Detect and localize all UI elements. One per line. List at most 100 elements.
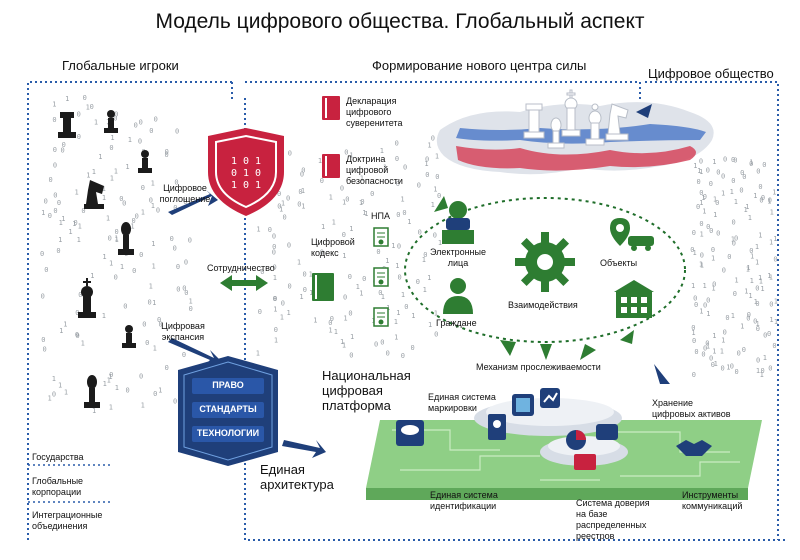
takeover-arrow-icon bbox=[168, 190, 218, 215]
label-identification: Единая система идентификации bbox=[430, 490, 498, 511]
binary-digit: 1 bbox=[706, 310, 710, 318]
label-citizens: Граждане bbox=[436, 318, 477, 328]
binary-digit: 0 bbox=[395, 155, 399, 163]
binary-digit: 0 bbox=[727, 253, 731, 261]
binary-digit: 1 bbox=[740, 323, 744, 331]
binary-digit: 0 bbox=[706, 167, 710, 175]
binary-digit: 1 bbox=[763, 354, 767, 362]
binary-digit: 0 bbox=[176, 286, 180, 294]
binary-digit: 0 bbox=[362, 275, 366, 283]
binary-digit: 0 bbox=[753, 317, 757, 325]
binary-digit: 1 bbox=[433, 186, 437, 194]
binary-digit: 0 bbox=[697, 178, 701, 186]
binary-digit: 0 bbox=[176, 263, 180, 271]
binary-digit: 1 bbox=[700, 262, 704, 270]
binary-digit: 1 bbox=[706, 342, 710, 350]
binary-digit: 1 bbox=[343, 314, 347, 322]
binary-digit: 0 bbox=[273, 264, 277, 272]
knight-icon bbox=[605, 103, 629, 141]
binary-digit: 0 bbox=[175, 128, 179, 136]
binary-digit: 1 bbox=[90, 272, 94, 280]
binary-digit: 0 bbox=[300, 171, 304, 179]
binary-digit: 1 bbox=[110, 134, 114, 142]
label-trust: Система доверия на базе распределенных р… bbox=[576, 498, 650, 541]
binary-digit: 0 bbox=[182, 351, 186, 359]
binary-digit: 1 bbox=[755, 243, 759, 251]
binary-digit: 0 bbox=[709, 355, 713, 363]
binary-digit: 1 bbox=[153, 344, 157, 352]
binary-digit: 1 bbox=[103, 380, 107, 388]
binary-digit: 1 bbox=[364, 210, 368, 218]
binary-digit: 0 bbox=[397, 243, 401, 251]
document-icons bbox=[312, 96, 389, 327]
binary-digit: 1 bbox=[758, 274, 762, 282]
header-new-center: Формирование нового центра силы bbox=[372, 58, 587, 73]
label-declaration: Декларация цифрового суверенитета bbox=[346, 96, 403, 128]
binary-digit: 0 bbox=[746, 315, 750, 323]
binary-digit: 1 bbox=[745, 203, 749, 211]
binary-digit: 0 bbox=[759, 197, 763, 205]
binary-digit: 1 bbox=[297, 258, 301, 266]
binary-digit: 0 bbox=[274, 326, 278, 334]
binary-digit: 0 bbox=[773, 256, 777, 264]
binary-digit: 1 bbox=[721, 337, 725, 345]
binary-digit: 1 bbox=[691, 329, 695, 337]
binary-digit: 0 bbox=[44, 198, 48, 206]
binary-digit: 1 bbox=[699, 168, 703, 176]
binary-digit: 0 bbox=[53, 207, 57, 215]
binary-digit: 0 bbox=[386, 349, 390, 357]
binary-digit: 1 bbox=[744, 206, 748, 214]
binary-digit: 1 bbox=[700, 231, 704, 239]
binary-digit: 1 bbox=[359, 199, 363, 207]
binary-digit: 1 bbox=[701, 194, 705, 202]
binary-digit: 0 bbox=[768, 197, 772, 205]
binary-digit: 1 bbox=[714, 360, 718, 368]
label-doctrine: Доктрина цифровой безопасности bbox=[346, 154, 403, 186]
binary-digit: 0 bbox=[756, 168, 760, 176]
binary-digit: 1 bbox=[299, 293, 303, 301]
binary-digit: 0 bbox=[747, 311, 751, 319]
binary-digit: 0 bbox=[148, 299, 152, 307]
binary-digit: 0 bbox=[132, 217, 136, 225]
binary-digit: 0 bbox=[761, 367, 765, 375]
binary-digit: 1 bbox=[72, 220, 76, 228]
label-cooperation: Сотрудничество bbox=[207, 263, 275, 273]
binary-digit: 0 bbox=[700, 251, 704, 259]
barcode-icon bbox=[512, 394, 534, 416]
binary-digit: 0 bbox=[360, 198, 364, 206]
binary-digit: 0 bbox=[157, 316, 161, 324]
binary-digit: 0 bbox=[153, 390, 157, 398]
binary-digit: 0 bbox=[404, 303, 408, 311]
binary-digit: 1 bbox=[699, 199, 703, 207]
binary-digit: 0 bbox=[189, 305, 193, 313]
binary-digit: 1 bbox=[61, 215, 65, 223]
binary-digit: 1 bbox=[279, 206, 283, 214]
binary-digit: 1 bbox=[769, 274, 773, 282]
binary-digit: 0 bbox=[53, 192, 57, 200]
binary-digit: 0 bbox=[694, 301, 698, 309]
binary-digit: 1 bbox=[711, 284, 715, 292]
green-book-icon bbox=[312, 273, 334, 301]
binary-digit: 1 bbox=[691, 282, 695, 290]
binary-digit: 0 bbox=[183, 198, 187, 206]
binary-digit: 1 bbox=[381, 293, 385, 301]
binary-digit: 1 bbox=[107, 376, 111, 384]
binary-digit: 0 bbox=[749, 160, 753, 168]
binary-digit: 1 bbox=[423, 286, 427, 294]
label-storage: Хранение цифровых активов bbox=[652, 398, 731, 419]
binary-digit: 0 bbox=[434, 331, 438, 339]
binary-digit: 1 bbox=[427, 141, 431, 149]
binary-digit: 1 bbox=[94, 119, 98, 127]
binary-digit: 0 bbox=[184, 259, 188, 267]
binary-digit: 1 bbox=[349, 225, 353, 233]
binary-digit: 0 bbox=[52, 390, 56, 398]
binary-digit: 1 bbox=[699, 308, 703, 316]
binary-digit: 0 bbox=[165, 148, 169, 156]
binary-digit: 0 bbox=[732, 239, 736, 247]
binary-digit: 1 bbox=[329, 194, 333, 202]
binary-digit: 0 bbox=[380, 339, 384, 347]
binary-digit: 0 bbox=[320, 249, 324, 257]
binary-digit: 0 bbox=[260, 268, 264, 276]
label-marking: Единая система маркировки bbox=[428, 392, 496, 413]
binary-digit: 0 bbox=[114, 274, 118, 282]
